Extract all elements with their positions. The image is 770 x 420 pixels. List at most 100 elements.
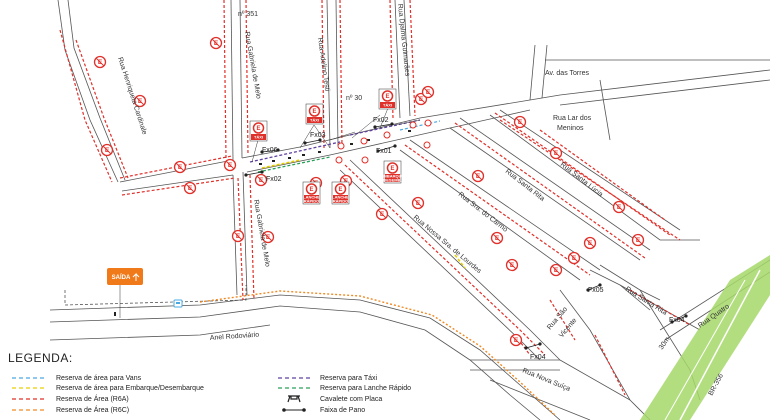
label-anel-rodoviario: Anel Rodoviário <box>210 332 260 342</box>
legend-item-r6c: Reserva de Área (R6C) <box>12 405 129 414</box>
legend-label: Reserva de Área (R6A) <box>56 394 129 403</box>
no-parking-sign: E <box>93 55 107 69</box>
label-rua-santa-rita-2: Rua Santa Rita <box>624 286 668 317</box>
sign-embarque-label-2: DESEMB. <box>383 178 401 183</box>
no-parking-sign: E <box>209 36 223 50</box>
no-parking-sign-slash <box>424 88 432 96</box>
no-parking-sign: E <box>513 115 527 129</box>
no-parking-sign: E <box>421 85 435 99</box>
point-labels: Fx06 Fx03 Fx02 Fx02 Fx01 Fx05 Fx04 Fx04 <box>262 117 685 361</box>
label-rua-santa-lucia: Rua Santa Lúcia <box>559 161 604 198</box>
no-parking-sign: E <box>254 173 268 187</box>
no-parking-sign: E <box>231 229 245 243</box>
reserva-taxi-line <box>249 119 421 163</box>
legend-label: Reserva para Táxi <box>320 375 378 382</box>
sign-lanche-label-2: RÁPIDO <box>333 199 349 204</box>
sign-taxi-label: TÁXI <box>383 103 392 108</box>
label-rua-lar-dos-meninos-1: Rua Lar dos <box>553 115 592 122</box>
no-parking-sign: E <box>375 207 389 221</box>
sign-taxi-1: E TÁXI <box>249 120 268 142</box>
no-parking-sign-slash <box>512 336 520 344</box>
no-parking-sign-slash <box>508 261 516 269</box>
label-fx04-a: Fx04 <box>669 317 685 324</box>
legend-item-cavalete: Cavalete com Placa <box>287 395 382 403</box>
label-no30: nº 30 <box>346 95 362 102</box>
label-30m: 30m <box>658 336 672 351</box>
no-parking-sign: E <box>549 263 563 277</box>
sign-e-letter: E <box>309 187 313 193</box>
label-fx02-a: Fx02 <box>266 176 282 183</box>
legend-title: LEGENDA: <box>8 351 73 365</box>
label-rua-nossa-sra-lourdes: Rua Nossa Sra. de Lourdes <box>412 214 483 275</box>
no-parking-sign-slash <box>136 97 144 105</box>
no-parking-sign: E <box>183 181 197 195</box>
no-parking-sign: E <box>631 233 645 247</box>
legend-item-faixa: Faixa de Pano <box>282 407 365 414</box>
label-rua-nova-suica: Rua Nova Suíça <box>521 367 571 393</box>
label-av-das-torres: Av. das Torres <box>545 70 589 77</box>
sign-lanche-label-1: LANCHE <box>332 195 349 200</box>
sign-e-letter: E <box>312 109 316 115</box>
legend-label: Faixa de Pano <box>320 407 365 414</box>
no-parking-sign-slash <box>516 118 524 126</box>
label-rua-sao-vicente-2: Vicente <box>558 317 578 339</box>
sign-taxi-2: E TÁXI <box>305 103 324 125</box>
sign-e-letter: E <box>385 94 389 100</box>
no-parking-sign: E <box>411 196 425 210</box>
no-parking-sign-slash <box>212 39 220 47</box>
road-network <box>49 0 770 420</box>
no-parking-sign: E <box>567 251 581 265</box>
no-parking-sign-slash <box>493 234 501 242</box>
no-parking-sign-slash <box>234 232 242 240</box>
sign-lanche-2: E LANCHE RÁPIDO <box>331 181 350 205</box>
no-parking-sign-slash <box>586 239 594 247</box>
sign-lanche-label-1: LANCHE <box>303 195 320 200</box>
sign-lanche-1: E LANCHE RÁPIDO <box>302 181 321 205</box>
no-parking-sign-slash <box>96 58 104 66</box>
no-parking-sign: E <box>549 146 563 160</box>
no-parking-sign-slash <box>226 161 234 169</box>
legend-label: Cavalete com Placa <box>320 396 382 403</box>
no-parking-sign-slash <box>552 149 560 157</box>
no-parking-sign-slash <box>264 233 272 241</box>
legend-item-r6a: Reserva de Área (R6A) <box>12 394 129 403</box>
reserva-r6a-lines <box>59 0 691 396</box>
legend-item-embarque: Reserva de área para Embarque/Desembarqu… <box>12 385 204 392</box>
legend-label: Reserva para Lanche Rápido <box>320 385 411 392</box>
bus-stop-icon <box>173 299 183 308</box>
label-rua-djalma-guimaraes: Rua Djalma Guimarães <box>396 3 411 77</box>
no-parking-street-marks <box>335 119 432 164</box>
sign-taxi-label: TÁXI <box>310 118 319 123</box>
no-parking-sign-slash <box>634 236 642 244</box>
label-fx01: Fx01 <box>376 148 392 155</box>
sign-embarque: E EMBARQUE DESEMB. <box>381 160 405 184</box>
exit-sign: SAÍDA <box>107 268 143 318</box>
no-parking-sign: E <box>490 231 504 245</box>
no-parking-sign: E <box>509 333 523 347</box>
legend-label: Reserva de área para Vans <box>56 375 142 382</box>
no-parking-sign-slash <box>417 95 425 103</box>
no-parking-sign: E <box>583 236 597 250</box>
sign-lanche-label-2: RÁPIDO <box>304 199 320 204</box>
no-parking-sign: E <box>223 158 237 172</box>
sign-embarque-label-1: EMBARQUE <box>381 174 405 179</box>
legend-item-vans: Reserva de área para Vans <box>12 375 142 382</box>
no-parking-sign-slash <box>378 210 386 218</box>
label-fx06: Fx06 <box>262 147 278 154</box>
exit-label: SAÍDA <box>112 273 131 281</box>
label-fx04-b: Fx04 <box>530 354 546 361</box>
sign-e-letter: E <box>338 187 342 193</box>
no-parking-sign: E <box>173 160 187 174</box>
label-rua-lar-dos-meninos-2: Meninos <box>557 125 584 132</box>
no-parking-sign: E <box>612 200 626 214</box>
faixa-de-pano-markers <box>244 122 688 350</box>
reserva-vans-line <box>399 120 441 131</box>
no-parking-sign-slash <box>414 199 422 207</box>
sign-taxi-3: E TÁXI <box>378 88 397 110</box>
sign-e-letter: E <box>256 126 260 132</box>
legend-label: Reserva de área para Embarque/Desembarqu… <box>56 385 204 392</box>
legend-item-lanche: Reserva para Lanche Rápido <box>278 385 411 392</box>
no-parking-sign: E <box>505 258 519 272</box>
